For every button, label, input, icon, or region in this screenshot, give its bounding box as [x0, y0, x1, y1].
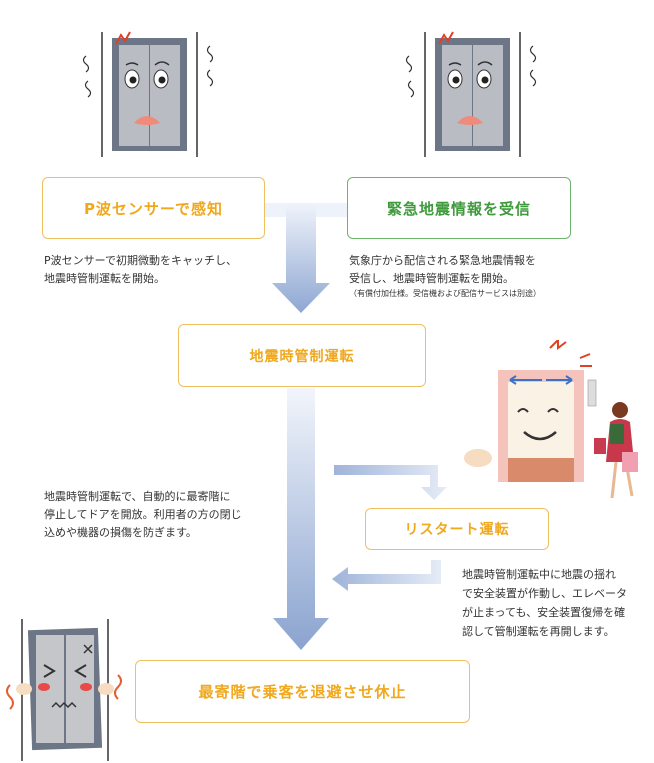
worried-elevator-icon	[82, 31, 214, 157]
control-operation-label: 地震時管制運転	[249, 348, 355, 365]
restart-desc-line: で安全装置が作動し、エレベータ	[462, 587, 627, 600]
control-desc-line: 停止してドアを開放。利用者の方の閉じ	[44, 508, 242, 521]
p-wave-desc-line: 地震時管制運転を開始。	[44, 272, 165, 285]
happy-elevator-icon	[464, 340, 638, 499]
dizzy-elevator-icon	[6, 619, 122, 761]
final-stop-box: 最寄階で乗客を退避させ休止	[135, 660, 470, 723]
final-stop-label: 最寄階で乗客を退避させ休止	[198, 683, 407, 701]
arrow-branch-restart	[334, 465, 447, 500]
eew-desc-line: 受信し、地震時管制運転を開始。	[349, 272, 514, 285]
control-description: 地震時管制運転で、自動的に最寄階に 停止してドアを開放。利用者の方の閉じ 込めや…	[44, 488, 242, 542]
restart-description: 地震時管制運転中に地震の揺れ で安全装置が作動し、エレベータ が止まっても、安全…	[462, 565, 627, 641]
arrow-down-2	[273, 388, 329, 650]
eew-receive-label: 緊急地震情報を受信	[386, 199, 531, 218]
p-wave-desc-line: P波センサーで初期微動をキャッチし、	[44, 254, 237, 267]
restart-desc-line: が止まっても、安全装置復帰を確	[462, 606, 626, 619]
p-wave-sensor-box: P波センサーで感知	[42, 177, 265, 239]
worried-elevator-icon	[405, 31, 537, 157]
eew-note: （有償付加仕様。受信機および配信サービスは別途）	[349, 289, 541, 298]
eew-receive-box: 緊急地震情報を受信	[347, 177, 571, 239]
eew-description: 気象庁から配信される緊急地震情報を 受信し、地震時管制運転を開始。 （有償付加仕…	[349, 252, 541, 300]
control-desc-line: 地震時管制運転で、自動的に最寄階に	[44, 490, 231, 503]
restart-desc-line: 地震時管制運転中に地震の揺れ	[462, 568, 616, 581]
eew-desc-line: 気象庁から配信される緊急地震情報を	[349, 254, 536, 267]
p-wave-sensor-label: P波センサーで感知	[83, 199, 224, 218]
restart-operation-box: リスタート運転	[365, 508, 549, 550]
p-wave-description: P波センサーで初期微動をキャッチし、 地震時管制運転を開始。	[44, 252, 237, 288]
restart-operation-label: リスタート運転	[404, 522, 510, 538]
control-operation-box: 地震時管制運転	[178, 324, 426, 387]
arrow-return	[332, 560, 441, 591]
control-desc-line: 込めや機器の損傷を防ぎます。	[44, 526, 197, 539]
restart-desc-line: 認して管制運転を再開します。	[462, 625, 615, 638]
arrow-down-1	[272, 205, 330, 313]
